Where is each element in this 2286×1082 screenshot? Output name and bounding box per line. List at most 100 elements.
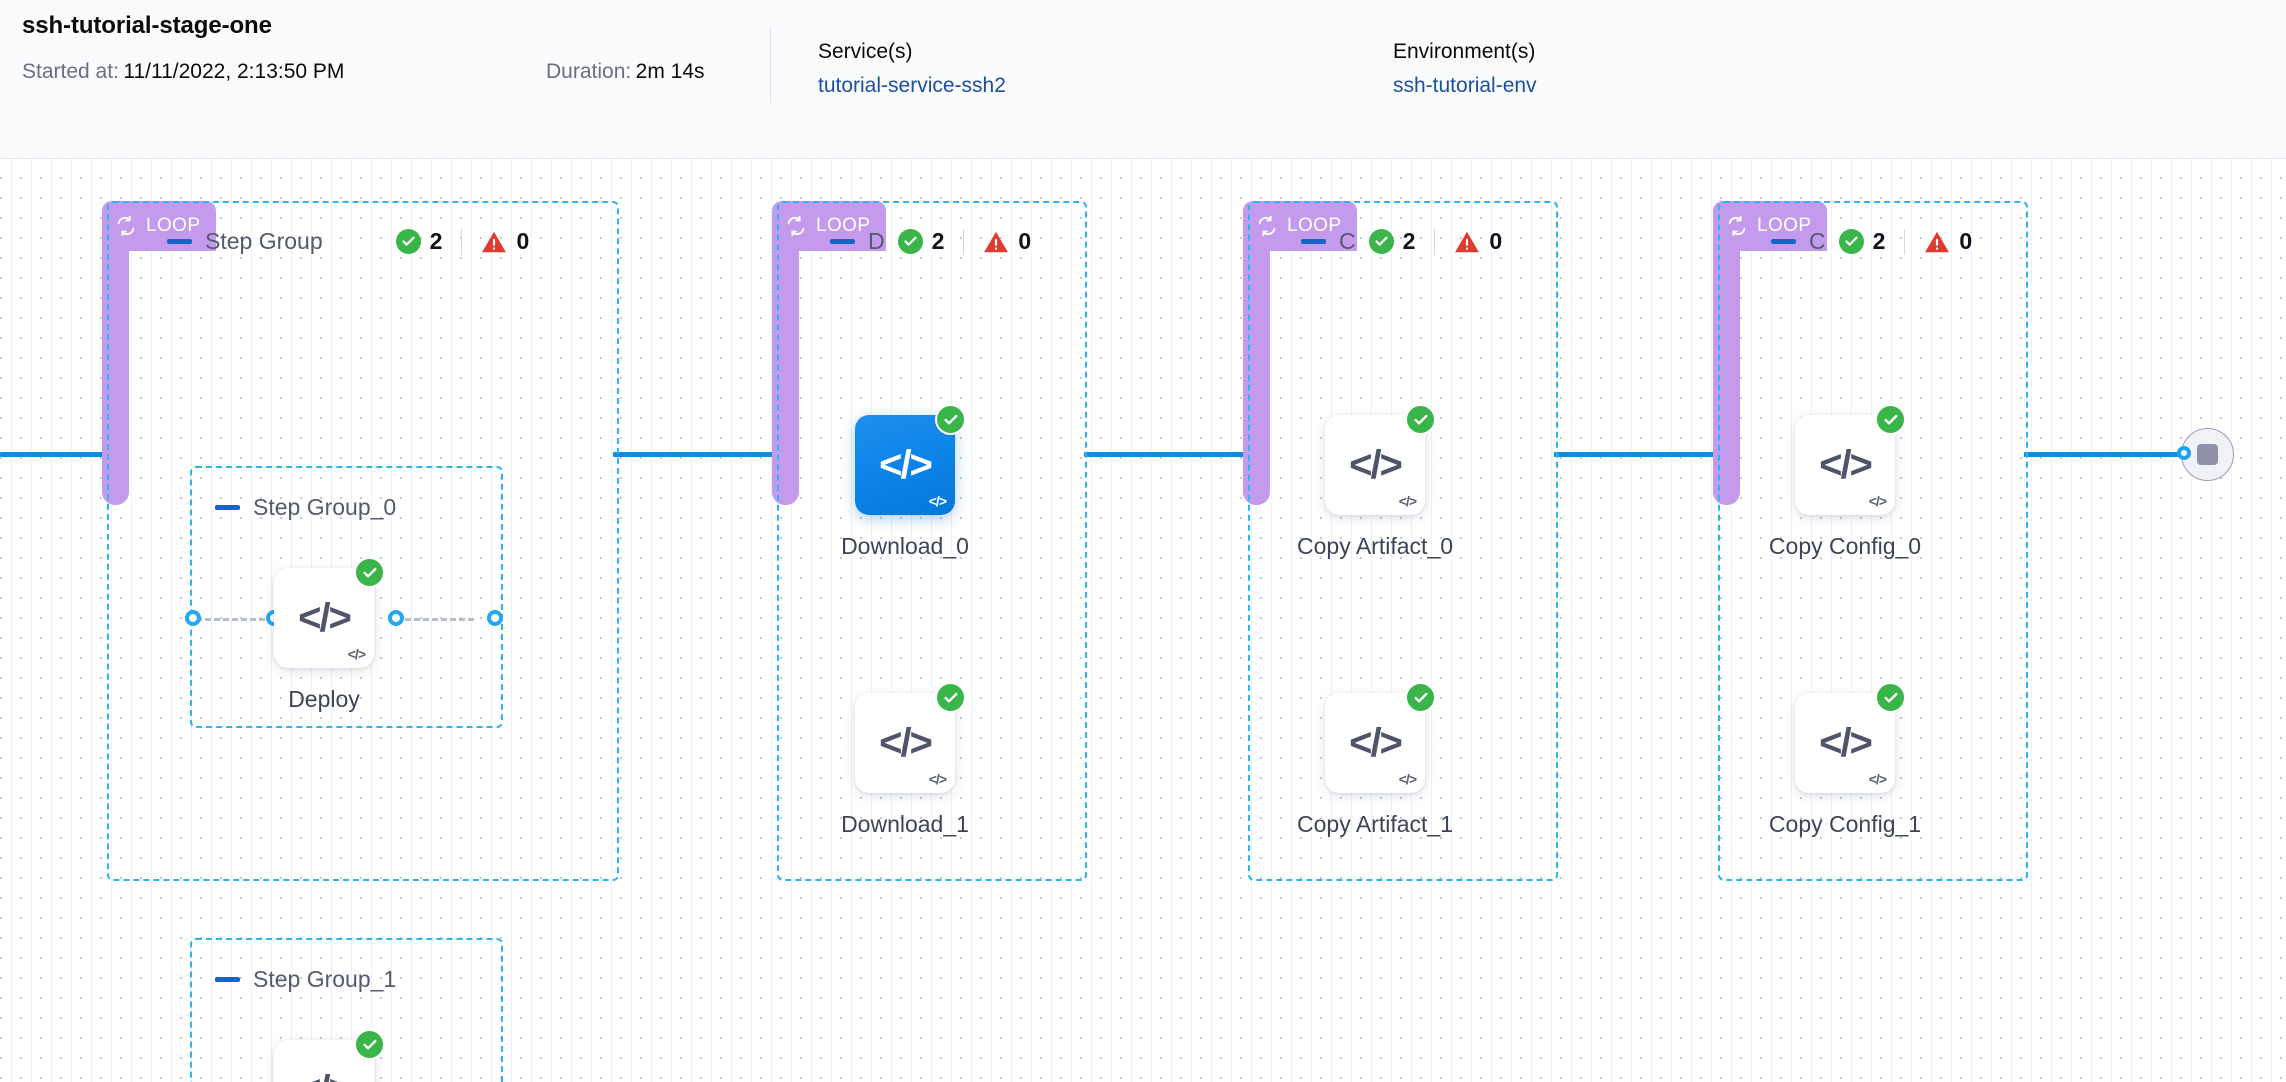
loop-badge-label: LOOP: [816, 215, 871, 236]
node-copy-config-0[interactable]: </> </> Copy Config_0: [1769, 404, 1921, 559]
status-badge-success: [1875, 404, 1906, 435]
collapse-toggle[interactable]: [167, 239, 192, 244]
node-copy-artifact-0[interactable]: </> </> Copy Artifact_0: [1297, 404, 1453, 559]
code-icon: </>: [1349, 443, 1403, 487]
collapse-toggle[interactable]: [215, 505, 240, 510]
group-box-copy-config[interactable]: [1718, 201, 2028, 881]
group-header-download[interactable]: D 2 0: [830, 228, 1031, 255]
group-header-copy-artifact[interactable]: C 2 0: [1301, 228, 1502, 255]
started-at-label: Started at:: [22, 60, 119, 83]
node-deploy[interactable]: </> </> Deploy: [274, 557, 385, 712]
loop-bar: [1243, 251, 1270, 505]
loop-icon: [1728, 215, 1746, 237]
duration-value: 2m 14s: [635, 60, 705, 83]
loop-icon: [787, 215, 805, 237]
group-header-step-group[interactable]: Step Group 2 0: [167, 228, 529, 255]
collapse-toggle[interactable]: [830, 239, 855, 244]
node-box[interactable]: </> </>: [274, 557, 385, 668]
services-value-link[interactable]: tutorial-service-ssh2: [818, 74, 1006, 97]
node-label: Copy Artifact_0: [1297, 533, 1453, 559]
success-count: 2: [1838, 228, 1885, 255]
connector-3-4: [1554, 452, 1714, 457]
node-copy-artifact-1[interactable]: </> </> Copy Artifact_1: [1297, 682, 1453, 837]
loop-icon: [1258, 215, 1276, 237]
node-copy-config-1[interactable]: </> </> Copy Config_1: [1769, 682, 1921, 837]
group-header-copy-config[interactable]: C 2 0: [1771, 228, 1972, 255]
group-title: C: [1809, 228, 1826, 254]
node-box[interactable]: </> </>: [1325, 404, 1436, 515]
count-divider: [461, 228, 463, 255]
success-count: 2: [1368, 228, 1415, 255]
node-box[interactable]: </> </>: [274, 1029, 385, 1082]
port-group-left[interactable]: [185, 610, 201, 626]
group-header-step-group-1[interactable]: Step Group_1: [215, 966, 396, 993]
node-box[interactable]: </> </>: [1795, 404, 1906, 515]
node-dash-connector-left: [196, 618, 274, 621]
header-divider: [770, 28, 771, 103]
connector-4-end: [2024, 452, 2186, 457]
node-download-1[interactable]: </> </> Download_1: [841, 682, 969, 837]
node-box[interactable]: </> </>: [1795, 682, 1906, 793]
loop-badge[interactable]: LOOP: [1243, 201, 1358, 251]
loop-badge[interactable]: LOOP: [1713, 201, 1828, 251]
pipeline-canvas[interactable]: LOOP Step Group 2 0 Step Group_0: [0, 159, 2286, 1082]
group-box-step-group[interactable]: [107, 201, 619, 881]
group-box-step-group-1[interactable]: [190, 938, 503, 1082]
code-corner-icon: </>: [928, 771, 947, 787]
port-node-right[interactable]: [388, 610, 404, 626]
node-dash-connector-right: [396, 618, 474, 621]
node-box[interactable]: </> </>: [1325, 682, 1436, 793]
node-label: Download_0: [841, 533, 969, 559]
group-header-step-group-0[interactable]: Step Group_0: [215, 494, 396, 521]
status-badge-success: [1405, 682, 1436, 713]
check-circle-icon: [1368, 229, 1394, 254]
loop-bar: [772, 251, 799, 505]
code-icon: </>: [298, 1070, 352, 1082]
loop-badge-label: LOOP: [1287, 215, 1342, 236]
error-count: 0: [983, 228, 1031, 255]
loop-badge[interactable]: LOOP: [102, 201, 217, 251]
group-box-step-group-0[interactable]: [190, 466, 503, 728]
code-icon: </>: [298, 596, 352, 640]
success-count-value: 2: [931, 228, 945, 254]
group-title: Step Group: [205, 228, 323, 254]
node-label: Copy Artifact_1: [1297, 811, 1453, 837]
status-badge-success: [354, 1029, 385, 1060]
code-icon: </>: [1819, 443, 1873, 487]
status-badge-success: [1405, 404, 1436, 435]
end-node-port[interactable]: [2177, 446, 2191, 460]
collapse-toggle[interactable]: [1771, 239, 1796, 244]
environments-value-link[interactable]: ssh-tutorial-env: [1393, 74, 1537, 97]
duration: Duration: 2m 14s: [546, 60, 705, 84]
loop-badge[interactable]: LOOP: [772, 201, 887, 251]
loop-badge-label: LOOP: [1757, 215, 1812, 236]
node-label: Copy Config_0: [1768, 533, 1922, 559]
started-at-value: 11/11/2022, 2:13:50 PM: [123, 60, 345, 83]
warning-triangle-icon: [1455, 231, 1480, 252]
status-badge-success: [354, 557, 385, 588]
check-circle-icon: [1838, 229, 1864, 254]
collapse-toggle[interactable]: [215, 977, 240, 982]
code-icon: </>: [1349, 721, 1403, 765]
node-box[interactable]: </> </>: [855, 404, 966, 515]
count-divider: [963, 228, 965, 255]
status-badge-success: [1875, 682, 1906, 713]
node-step-group-1-item[interactable]: </> </>: [274, 1029, 385, 1082]
duration-label: Duration:: [546, 60, 632, 83]
node-download-0[interactable]: </> </> Download_0: [841, 404, 969, 559]
connector-2-3: [1084, 452, 1244, 457]
group-box-download[interactable]: [777, 201, 1087, 881]
loop-bar: [102, 251, 129, 505]
pipeline-end-node[interactable]: [2181, 428, 2234, 481]
group-box-copy-artifact[interactable]: [1248, 201, 1558, 881]
page-title: ssh-tutorial-stage-one: [22, 12, 272, 39]
group-title: D: [868, 228, 885, 254]
error-count-value: 0: [1959, 228, 1973, 254]
error-count-value: 0: [516, 228, 530, 254]
success-count-value: 2: [429, 228, 443, 254]
loop-icon: [117, 215, 135, 237]
collapse-toggle[interactable]: [1301, 239, 1326, 244]
node-box[interactable]: </> </>: [855, 682, 966, 793]
code-corner-icon: </>: [928, 493, 947, 509]
port-group-right[interactable]: [487, 610, 503, 626]
